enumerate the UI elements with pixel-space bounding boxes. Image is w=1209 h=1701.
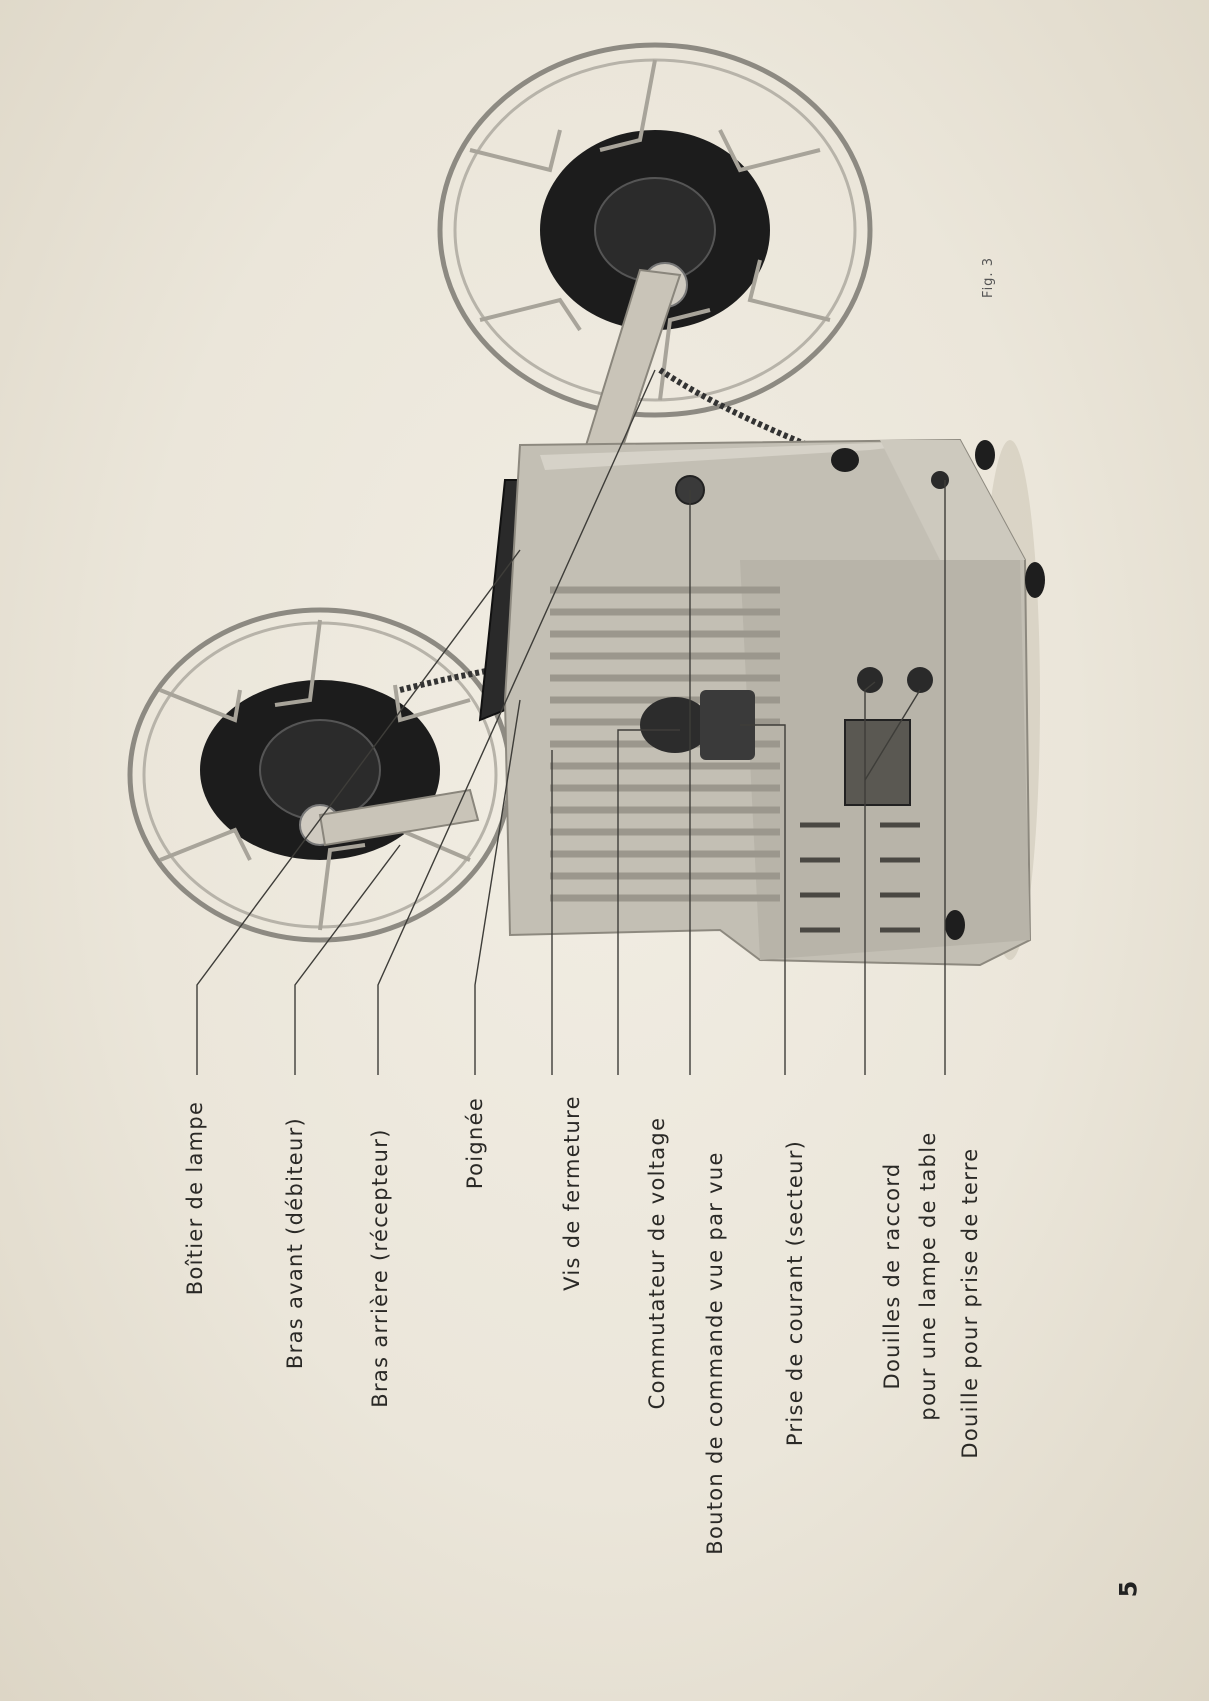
callout-bras-avant: Bras avant (débiteur) <box>283 1116 307 1370</box>
projector-body <box>503 438 1045 967</box>
callout-bouton-commande: Bouton de commande vue par vue <box>703 1151 727 1555</box>
callout-commutateur-voltage: Commutateur de voltage <box>645 1116 669 1410</box>
table-lamp-socket-2 <box>907 667 933 693</box>
callout-prise-courant: Prise de courant (secteur) <box>783 1139 807 1447</box>
vent-slots <box>550 586 780 902</box>
earth-socket <box>931 471 949 489</box>
callout-douilles-raccord-line1: Douilles de raccord <box>880 1162 904 1390</box>
callout-poignee: Poignée <box>463 1096 487 1190</box>
belt-top <box>658 367 822 453</box>
callout-boitier-lampe: Boîtier de lampe <box>183 1100 207 1296</box>
callout-douille-terre: Douille pour prise de terre <box>958 1147 982 1459</box>
reel-top <box>437 42 873 418</box>
callout-bras-arriere: Bras arrière (récepteur) <box>368 1128 392 1408</box>
callout-vis-fermeture: Vis de fermeture <box>560 1095 584 1291</box>
table-lamp-socket-1 <box>857 667 883 693</box>
figure-label: Fig. 3 <box>980 257 996 298</box>
nameplate <box>844 719 911 806</box>
callout-douilles-raccord: Douilles de raccord pour une lampe de ta… <box>874 1066 946 1486</box>
voltage-switch <box>640 690 755 760</box>
leader-lines <box>196 369 946 1075</box>
rear-arm <box>318 788 480 847</box>
reel-bottom <box>127 607 513 943</box>
page-number: 5 <box>1114 1580 1143 1598</box>
callout-douilles-raccord-line2: pour une lampe de table <box>916 1131 940 1421</box>
